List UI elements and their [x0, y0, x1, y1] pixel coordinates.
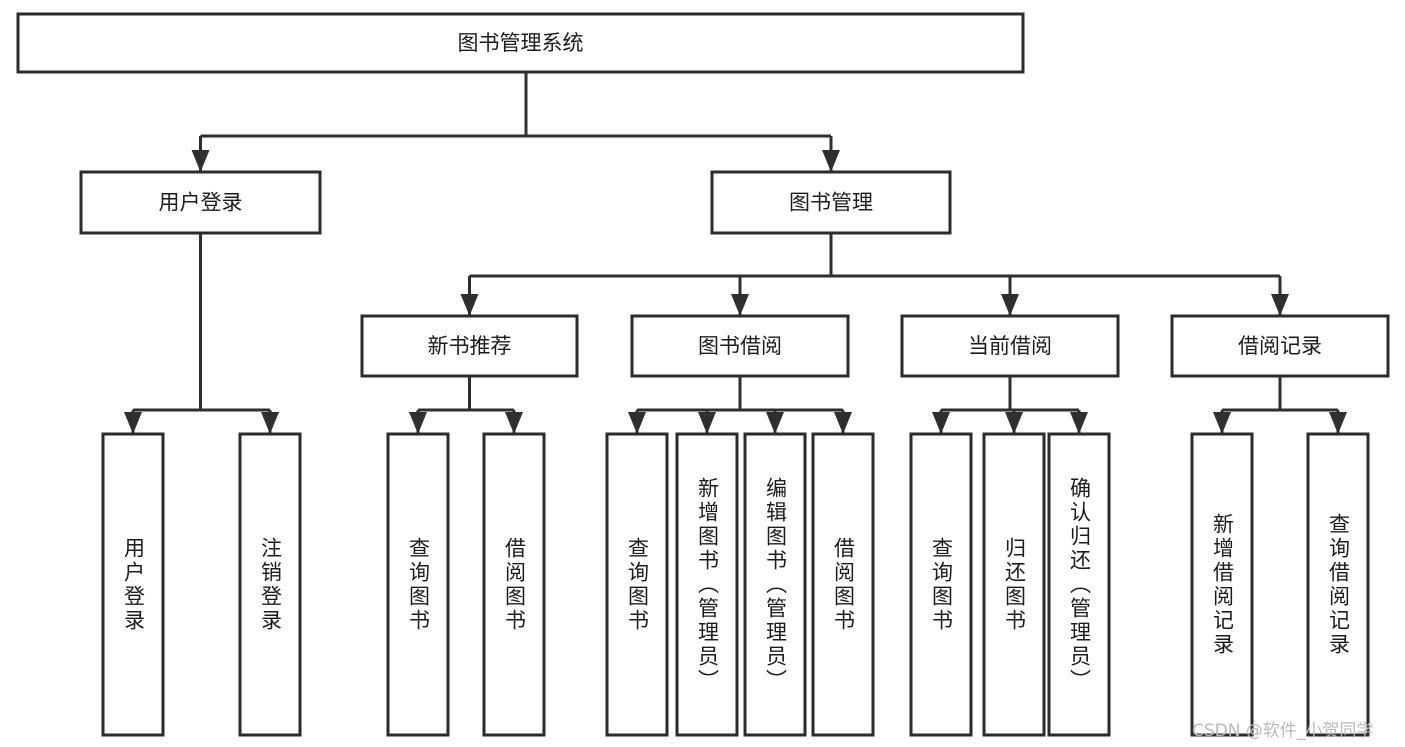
leaf-node-leaf-user-logout-box[interactable] — [238, 432, 302, 737]
level3-node-book-borrow-label: 图书借阅 — [698, 334, 782, 358]
leaf-node-leaf-query-record-box[interactable] — [1306, 432, 1370, 737]
level2-node-book-manage-label: 图书管理 — [789, 191, 873, 215]
level3-node-new-book-rec-box[interactable] — [360, 314, 579, 378]
arrow-down-icon — [932, 412, 950, 434]
leaf-node-leaf-query-book-1-box[interactable] — [386, 432, 450, 737]
arrow-down-icon — [1001, 294, 1019, 316]
leaf-node-leaf-borrow-book-1-box[interactable] — [482, 432, 546, 737]
connectors-layer — [124, 72, 1347, 434]
arrow-down-icon — [124, 412, 142, 434]
level2-node-user-login-box[interactable] — [79, 170, 322, 235]
level3-node-new-book-rec-label: 新书推荐 — [428, 334, 512, 358]
level3-node-current-borrow-box[interactable] — [900, 314, 1120, 378]
arrow-down-icon — [834, 412, 852, 434]
leaf-node-leaf-edit-book-box[interactable] — [743, 432, 807, 737]
leaf-node-leaf-query-book-2-box[interactable] — [605, 432, 669, 737]
arrow-down-icon — [698, 412, 716, 434]
arrow-down-icon — [460, 294, 479, 316]
arrow-down-icon — [731, 294, 749, 316]
csdn-watermark: CSDN @软件_小贺同学 — [1192, 721, 1374, 741]
arrow-down-icon — [1329, 412, 1347, 434]
arrow-down-icon — [766, 412, 784, 434]
leaf-node-leaf-return-book-box[interactable] — [982, 432, 1046, 737]
root-node-label: 图书管理系统 — [458, 31, 584, 55]
boxes-layer — [16, 12, 1390, 737]
leaf-node-leaf-confirm-return-box[interactable] — [1047, 432, 1111, 737]
arrow-down-icon — [628, 412, 646, 434]
leaf-node-leaf-add-book-box[interactable] — [675, 432, 739, 737]
root-node-box[interactable] — [16, 12, 1025, 74]
arrow-down-icon — [191, 150, 210, 172]
leaf-node-leaf-borrow-book-2-box[interactable] — [811, 432, 875, 737]
level3-node-borrow-record-box[interactable] — [1170, 314, 1390, 378]
arrow-down-icon — [409, 412, 427, 434]
arrow-down-icon — [1005, 412, 1023, 434]
level3-node-borrow-record-label: 借阅记录 — [1238, 334, 1322, 358]
leaf-node-leaf-user-login-box[interactable] — [101, 432, 165, 737]
arrow-down-icon — [261, 412, 279, 434]
arrow-down-icon — [822, 150, 840, 172]
leaf-node-leaf-query-book-3-box[interactable] — [909, 432, 973, 737]
level2-node-user-login-label: 用户登录 — [159, 191, 243, 215]
leaf-node-leaf-add-record-box[interactable] — [1190, 432, 1254, 737]
arrow-down-icon — [1070, 412, 1088, 434]
arrow-down-icon — [505, 412, 523, 434]
level3-node-book-borrow-box[interactable] — [630, 314, 850, 378]
level3-node-current-borrow-label: 当前借阅 — [968, 334, 1052, 358]
arrow-down-icon — [1271, 294, 1289, 316]
arrow-down-icon — [1213, 412, 1231, 434]
level2-node-book-manage-box[interactable] — [710, 170, 952, 235]
